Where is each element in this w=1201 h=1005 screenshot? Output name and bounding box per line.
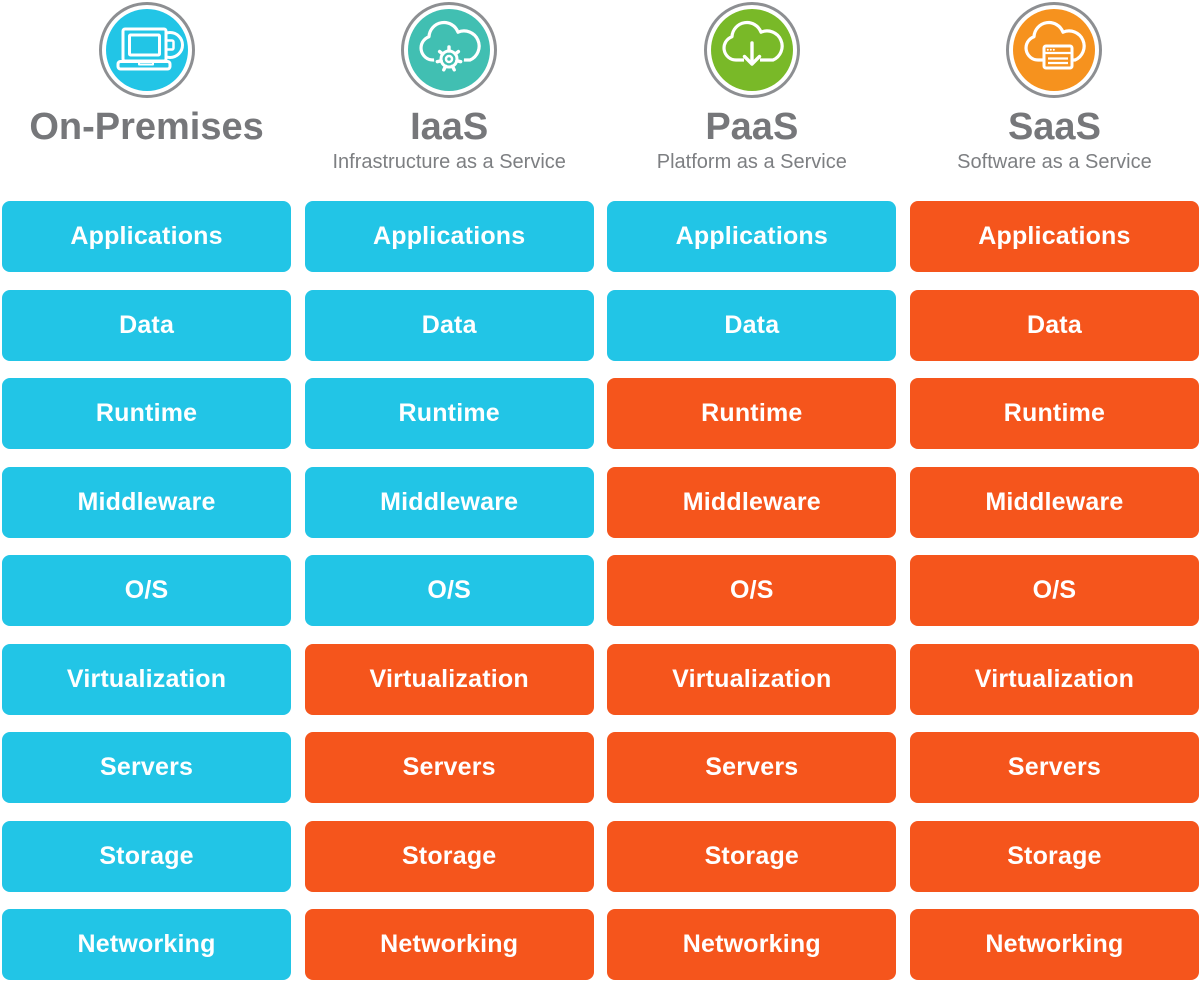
layer-box-virtualization: Virtualization [909,643,1199,715]
column-subtitle: Software as a Service [957,151,1152,173]
layer-box-o-s: O/S [909,555,1199,626]
column-subtitle: Platform as a Service [656,151,847,173]
layer-box-middleware: Middleware [607,466,897,538]
layer-box-data: Data [909,289,1199,361]
layer-box-middleware: Middleware [909,466,1199,538]
layer-box-virtualization: Virtualization [607,643,897,715]
column-title: PaaS [705,106,799,148]
column-iaas: IaaS Infrastructure as a Service Applica… [304,2,594,1005]
layer-box-servers: Servers [607,732,897,803]
layer-box-networking: Networking [909,909,1199,980]
cloud-gear-icon [408,9,491,91]
layer-box-applications: Applications [304,201,594,272]
icon-ring [1006,2,1103,98]
layer-box-middleware: Middleware [304,466,594,538]
layer-box-applications: Applications [909,201,1199,272]
column-subtitle: Infrastructure as a Service [332,151,566,173]
layer-box-networking: Networking [304,909,594,980]
icon-ring [401,2,498,98]
laptop-icon [105,9,188,91]
layer-box-networking: Networking [2,909,292,980]
column-title: SaaS [1007,106,1101,148]
layer-box-data: Data [607,289,897,361]
layer-box-data: Data [2,289,292,361]
layer-box-storage: Storage [2,820,292,892]
layer-box-storage: Storage [909,820,1199,892]
layer-box-runtime: Runtime [607,378,897,449]
layer-box-storage: Storage [607,820,897,892]
layer-box-virtualization: Virtualization [304,643,594,715]
layer-box-networking: Networking [607,909,897,980]
layer-box-applications: Applications [607,201,897,272]
layer-box-servers: Servers [909,732,1199,803]
layer-box-o-s: O/S [2,555,292,626]
column-title: On-Premises [29,106,264,148]
layer-box-middleware: Middleware [2,466,292,538]
layer-box-runtime: Runtime [909,378,1199,449]
layer-box-virtualization: Virtualization [2,643,292,715]
column-title: IaaS [410,106,489,148]
layer-box-servers: Servers [2,732,292,803]
cloud-window-icon [1013,9,1096,91]
layer-box-applications: Applications [2,201,292,272]
layer-box-runtime: Runtime [304,378,594,449]
layer-box-o-s: O/S [607,555,897,626]
icon-ring [703,2,800,98]
layer-box-servers: Servers [304,732,594,803]
layer-box-runtime: Runtime [2,378,292,449]
layer-box-data: Data [304,289,594,361]
icon-ring [98,2,195,98]
layer-box-storage: Storage [304,820,594,892]
cloud-download-icon [710,9,793,91]
layer-box-o-s: O/S [304,555,594,626]
